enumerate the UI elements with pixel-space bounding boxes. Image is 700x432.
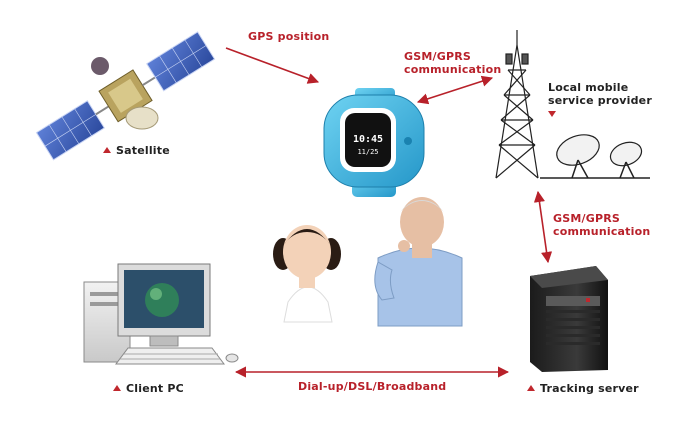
gsm-right-label: GSM/GPRS communication <box>553 212 650 238</box>
triangle-marker-icon <box>527 385 535 391</box>
watch-time: 10:45 <box>352 134 384 145</box>
gsm-top-line1: GSM/GPRS <box>404 50 471 63</box>
satellite-icon <box>35 31 216 161</box>
arrow-gsm-right <box>533 190 553 264</box>
gsm-top-line2: communication <box>404 63 502 76</box>
tracking-server-label-text: Tracking server <box>540 382 639 395</box>
gps-watch-icon <box>323 88 425 197</box>
client-pc-icon <box>83 263 239 365</box>
cell-tower-icon <box>495 30 539 179</box>
tracking-server-icon <box>530 266 608 372</box>
tracking-server-label: Tracking server <box>527 382 639 395</box>
elder-man-photo <box>374 197 463 327</box>
client-pc-label-text: Client PC <box>126 382 184 395</box>
dialup-label: Dial-up/DSL/Broadband <box>298 380 447 393</box>
arrow-gps <box>225 47 320 84</box>
provider-line2: service provider <box>548 94 652 107</box>
gsm-right-line2: communication <box>553 225 651 238</box>
triangle-marker-icon <box>548 111 556 117</box>
triangle-marker-icon <box>113 385 121 391</box>
gsm-top-label: GSM/GPRS communication <box>404 50 501 76</box>
satellite-dishes-icon <box>540 134 650 179</box>
satellite-label-text: Satellite <box>116 144 170 157</box>
gps-position-label: GPS position <box>248 30 330 43</box>
provider-label: Local mobile service provider <box>548 81 652 121</box>
arrow-gsm-top <box>416 75 494 105</box>
provider-line1: Local mobile <box>548 81 629 94</box>
satellite-label: Satellite <box>103 144 170 157</box>
watch-date: 11/25 <box>357 148 379 156</box>
gsm-right-line1: GSM/GPRS <box>553 212 620 225</box>
triangle-marker-icon <box>103 147 111 153</box>
child-photo <box>273 225 341 323</box>
client-pc-label: Client PC <box>113 382 184 395</box>
